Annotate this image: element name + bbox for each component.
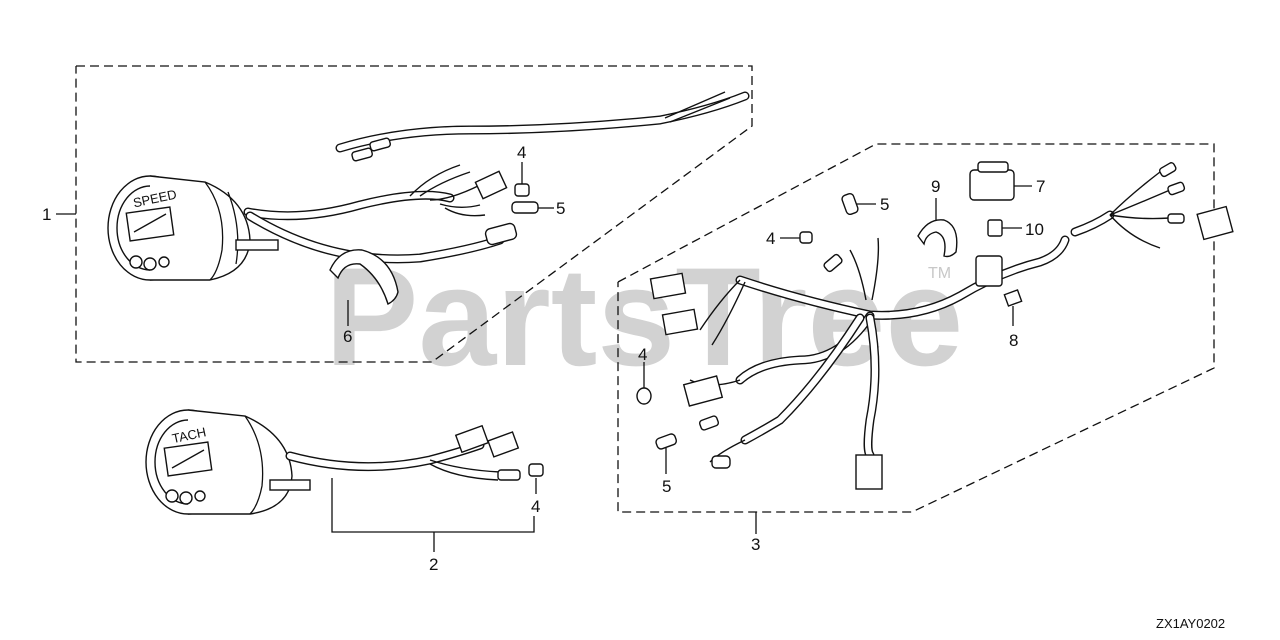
part-4-nut-tach[interactable] [528,463,544,494]
tach-face-label: TACH [171,424,208,446]
callout-4-harness-lower: 4 [638,345,647,364]
callout-7: 7 [1036,177,1045,196]
part-7-relay[interactable] [969,161,1032,201]
part-5-sleeve-harness-upper[interactable] [841,192,876,216]
callout-5-upper: 5 [556,199,565,218]
main-wire-harness[interactable] [689,171,1171,463]
callout-4-harness-upper: 4 [766,229,775,248]
callout-3: 3 [751,535,760,554]
callout-6: 6 [343,327,352,346]
callout-5-harness-upper: 5 [880,195,889,214]
speedometer-gauge[interactable]: SPEED [107,175,279,281]
callout-9: 9 [931,177,940,196]
part-4-nut-upper[interactable] [514,162,530,197]
speedometer-harness[interactable] [243,91,750,264]
callout-4-tach: 4 [531,497,540,516]
part-4-nut-harness-upper[interactable] [780,231,813,244]
group-1-outline [56,65,753,363]
tachometer-harness[interactable] [285,424,521,481]
callout-1: 1 [42,205,51,224]
callout-5-harness-lower: 5 [662,477,671,496]
diagram-code: ZX1AY0202 [1156,616,1225,631]
callout-4-upper: 4 [517,143,526,162]
group-2-bracket [331,478,535,552]
callout-10: 10 [1025,220,1044,239]
part-9-clamp[interactable] [917,198,958,258]
group-3-outline [617,143,1215,534]
part-5-sleeve-upper[interactable] [511,201,554,214]
callout-labels: 1 2 3 4 4 4 4 5 5 5 6 7 8 9 10 [42,143,1045,574]
part-8-clip[interactable] [1003,289,1023,326]
callout-2: 2 [429,555,438,574]
part-10-fuse[interactable] [975,219,1022,287]
harness-connectors[interactable] [649,162,1234,490]
callout-8: 8 [1009,331,1018,350]
tachometer-gauge[interactable]: TACH [145,409,311,515]
part-4-nut-harness-lower[interactable] [636,362,652,405]
part-6-clamp[interactable] [329,249,399,326]
part-5-sleeve-harness-lower[interactable] [655,433,678,474]
watermark-tm: TM [928,265,951,282]
